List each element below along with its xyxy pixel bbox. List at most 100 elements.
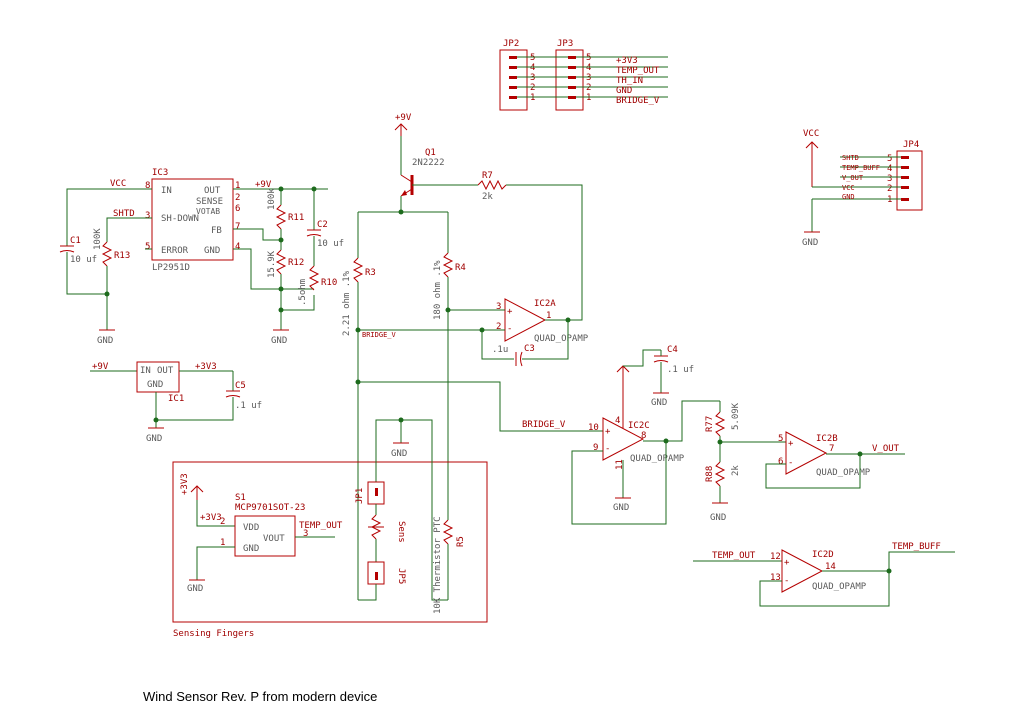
svg-text:6: 6	[778, 457, 783, 467]
vcc-net-label: VCC	[110, 179, 126, 189]
diagram-caption: Wind Sensor Rev. P from modern device	[143, 689, 377, 704]
ic2b-opamp: + - IC2B QUAD_OPAMP 5 6 7	[778, 431, 871, 478]
svg-text:IN: IN	[140, 366, 151, 376]
svg-text:14: 14	[825, 562, 836, 572]
ic2a-opamp: + - IC2A QUAD_OPAMP 3 2 1	[496, 298, 589, 344]
svg-text:R5: R5	[456, 536, 466, 547]
svg-text:+3V3: +3V3	[180, 473, 190, 495]
svg-text:9: 9	[593, 443, 598, 453]
svg-text:5: 5	[145, 242, 150, 252]
svg-text:OUT: OUT	[157, 366, 174, 376]
svg-text:IC3: IC3	[152, 168, 168, 178]
svg-text:IN: IN	[161, 186, 172, 196]
svg-text:FB: FB	[211, 226, 222, 236]
svg-text:C5: C5	[235, 381, 246, 391]
svg-text:2: 2	[496, 322, 501, 332]
r88-resistor: R88 2k	[705, 461, 741, 487]
temp-out-net-label: TEMP_OUT	[712, 551, 756, 561]
jp3-net-temp-out: TEMP_OUT	[616, 66, 660, 76]
svg-text:3: 3	[145, 211, 150, 221]
svg-text:VOTAB: VOTAB	[196, 207, 220, 216]
svg-text:13: 13	[770, 573, 781, 583]
svg-text:4: 4	[615, 416, 620, 426]
s1-temp-sensor: S1 MCP9701SOT-23 VDD VOUT GND 2 1 3	[220, 493, 308, 557]
svg-text:100k: 100k	[267, 188, 277, 210]
svg-text:GND: GND	[613, 503, 629, 513]
svg-text:100K: 100K	[93, 228, 103, 250]
svg-text:JP5: JP5	[396, 568, 406, 584]
svg-text:GND: GND	[97, 336, 113, 346]
svg-text:SHTD: SHTD	[842, 154, 859, 162]
jp4-label: JP4	[903, 140, 919, 150]
svg-text:IC2B: IC2B	[816, 434, 838, 444]
gnd-symbol-jp4: GND	[802, 231, 820, 248]
svg-text:IC1: IC1	[168, 394, 184, 404]
svg-text:.1 uf: .1 uf	[667, 365, 694, 375]
sensing-fingers-box	[172, 461, 488, 623]
jp-wires	[517, 56, 668, 98]
jp3-net-3v3: +3V3	[616, 56, 638, 66]
svg-text:GND: GND	[391, 449, 407, 459]
bridge-v-net-label-2: BRIDGE_V	[522, 420, 566, 430]
svg-text:-: -	[507, 324, 512, 334]
svg-text:8: 8	[641, 431, 646, 441]
r3-resistor: R3 2.21 ohm .1%	[342, 257, 376, 336]
svg-text:+: +	[784, 558, 790, 568]
svg-text:Sens: Sens	[396, 521, 406, 543]
svg-text:IC2D: IC2D	[812, 550, 834, 560]
r10-resistor: R10 .5ohm	[298, 265, 337, 306]
svg-text:12: 12	[770, 552, 781, 562]
svg-text:R7: R7	[482, 171, 493, 181]
svg-text:MCP9701SOT-23: MCP9701SOT-23	[235, 503, 305, 513]
svg-text:GND: GND	[147, 380, 163, 390]
c3-capacitor: C3 .1u	[492, 344, 535, 367]
svg-text:3: 3	[303, 529, 308, 539]
svg-text:IC2C: IC2C	[628, 421, 650, 431]
svg-text:VOUT: VOUT	[263, 534, 285, 544]
svg-text:5: 5	[530, 53, 535, 63]
svg-text:R88: R88	[705, 466, 715, 482]
svg-text:2N2222: 2N2222	[412, 158, 445, 168]
svg-text:4: 4	[887, 164, 892, 174]
svg-text:V_OUT: V_OUT	[842, 174, 864, 182]
svg-text:C2: C2	[317, 220, 328, 230]
svg-text:10K Thermistor PTC: 10K Thermistor PTC	[433, 516, 443, 614]
svg-text:4: 4	[235, 242, 240, 252]
svg-text:+: +	[788, 439, 794, 449]
svg-text:3: 3	[586, 73, 591, 83]
jp3-label: JP3	[557, 39, 573, 49]
c1-capacitor: C1 10 uf	[59, 236, 97, 265]
svg-text:QUAD_OPAMP: QUAD_OPAMP	[812, 582, 867, 592]
svg-text:2: 2	[530, 83, 535, 93]
svg-text:1: 1	[586, 93, 591, 103]
svg-text:GND: GND	[146, 434, 162, 444]
plus3v3-symbol-s1: +3V3	[180, 473, 204, 500]
plus3v3-label-ic1: +3V3	[195, 362, 217, 372]
c5-capacitor: C5 .1 uf	[225, 381, 262, 411]
svg-text:C1: C1	[70, 236, 81, 246]
v-out-net-label: V_OUT	[872, 444, 900, 454]
svg-text:2k: 2k	[482, 192, 493, 202]
r12-resistor: R12 15.9K	[267, 249, 304, 278]
svg-text:1: 1	[220, 538, 225, 548]
svg-text:GND: GND	[710, 513, 726, 523]
svg-text:VCC: VCC	[842, 184, 855, 192]
svg-text:180 ohm .1%: 180 ohm .1%	[433, 260, 443, 320]
svg-text:SENSE: SENSE	[196, 197, 223, 207]
svg-text:JP1: JP1	[355, 488, 365, 504]
svg-text:2.21 ohm .1%: 2.21 ohm .1%	[342, 270, 352, 336]
r13-resistor: R13 100K	[93, 228, 130, 267]
svg-text:SH-DOWN: SH-DOWN	[161, 214, 199, 224]
plus9v-symbol-top: +9V	[394, 113, 412, 136]
svg-text:-: -	[605, 444, 610, 454]
svg-text:4: 4	[530, 63, 535, 73]
svg-text:VCC: VCC	[803, 129, 819, 139]
svg-text:1: 1	[235, 181, 240, 191]
svg-text:QUAD_OPAMP: QUAD_OPAMP	[534, 334, 589, 344]
svg-text:R4: R4	[455, 263, 466, 273]
sensing-fingers-label: Sensing Fingers	[173, 629, 254, 639]
jp3-net-th-in: TH_IN	[616, 76, 643, 86]
r7-resistor: R7 2k	[477, 171, 507, 202]
svg-text:-: -	[784, 576, 789, 586]
